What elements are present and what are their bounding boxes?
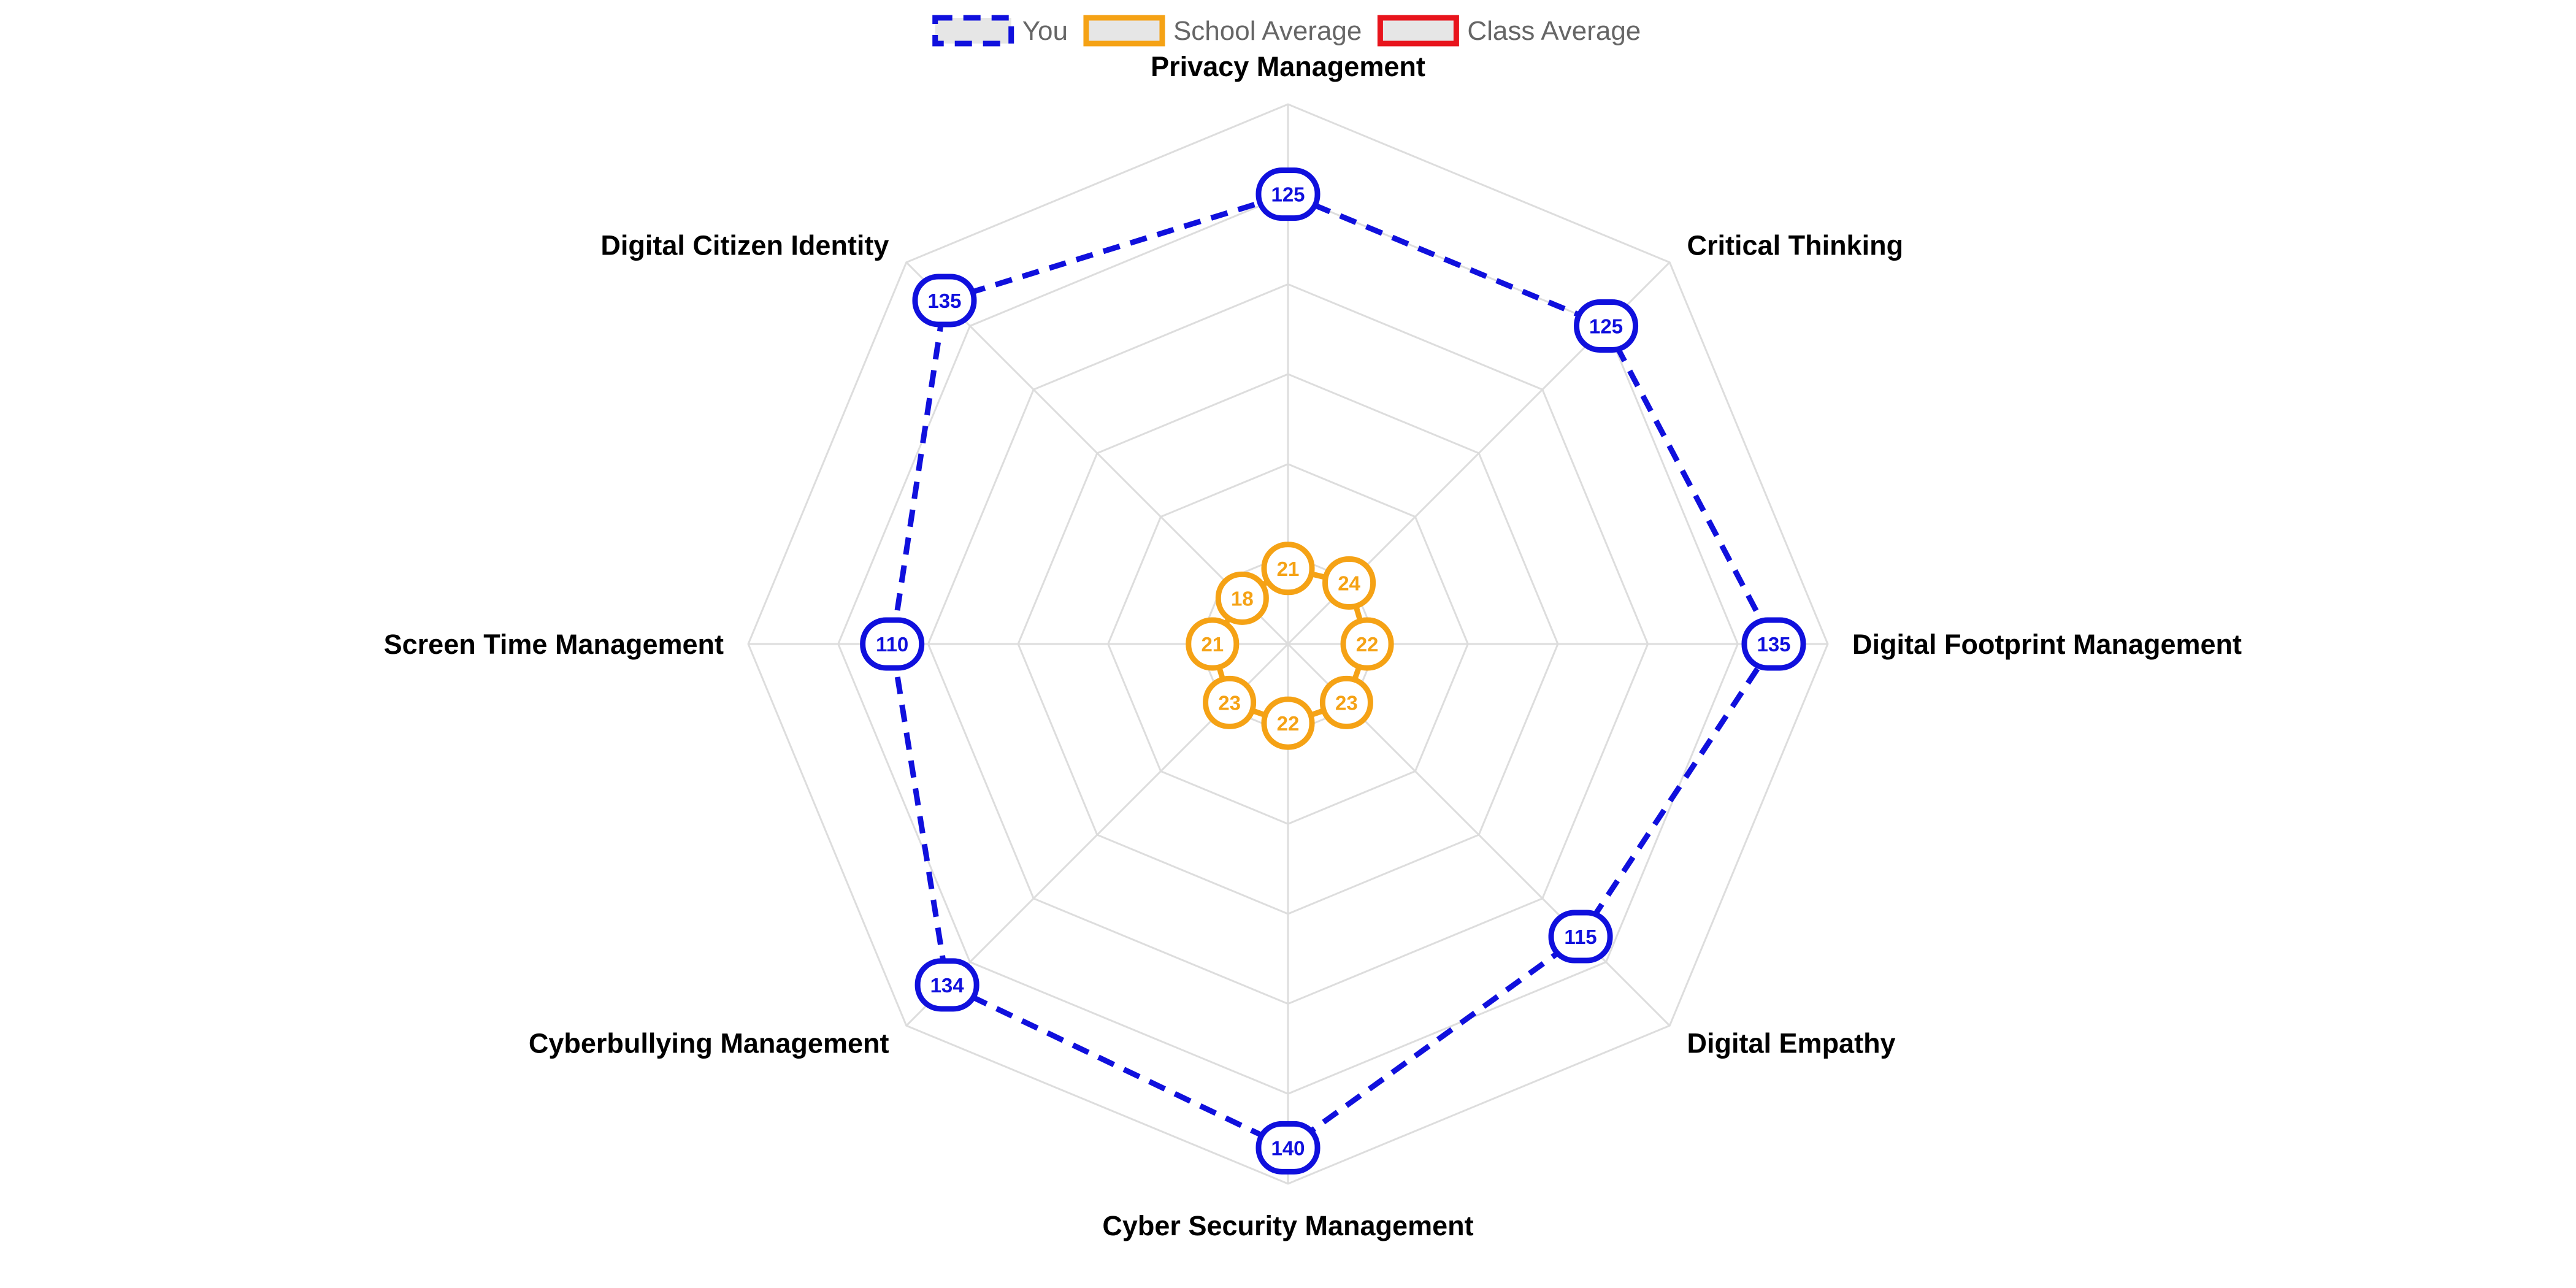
data-point-marker	[1340, 617, 1394, 671]
axis-label-digital-citizen-identity: Digital Citizen Identity	[600, 229, 889, 261]
data-label: 21	[1201, 633, 1224, 656]
data-point-marker	[1186, 617, 1240, 671]
legend-swatch	[1083, 15, 1165, 47]
legend-item-school-average[interactable]: School Average	[1083, 15, 1362, 47]
legend-swatch	[1377, 15, 1459, 47]
data-point-you[interactable]: 135	[1741, 617, 1806, 671]
legend: You School Average Class Average	[932, 15, 1641, 47]
data-point-you[interactable]: 140	[1255, 1121, 1321, 1175]
data-point-you[interactable]: 125	[1574, 299, 1639, 353]
data-label: 21	[1277, 558, 1300, 580]
axis-label-critical-thinking: Critical Thinking	[1687, 229, 1904, 261]
data-label: 24	[1338, 572, 1360, 594]
data-point-marker	[1255, 167, 1321, 221]
axis-label-digital-empathy: Digital Empathy	[1687, 1028, 1896, 1059]
data-point-school-average[interactable]: 21	[1186, 617, 1240, 671]
data-point-marker	[860, 617, 925, 671]
data-point-school-average[interactable]: 23	[1319, 675, 1373, 729]
data-point-school-average[interactable]: 24	[1322, 556, 1376, 610]
data-label: 115	[1564, 926, 1597, 948]
data-label: 135	[1757, 633, 1790, 656]
data-point-marker	[1319, 675, 1373, 729]
data-point-marker	[1548, 910, 1613, 964]
data-label: 140	[1271, 1137, 1305, 1159]
data-point-you[interactable]: 125	[1255, 167, 1321, 221]
data-label: 23	[1218, 691, 1241, 714]
series-school-average: 21 24 22 23 22 23 21 18	[1186, 542, 1394, 750]
data-point-marker	[1741, 617, 1806, 671]
data-point-marker	[1203, 675, 1257, 729]
data-label: 125	[1589, 315, 1623, 337]
legend-label: School Average	[1173, 16, 1362, 46]
data-label: 134	[930, 974, 965, 997]
data-point-marker	[1574, 299, 1639, 353]
legend-item-class-average[interactable]: Class Average	[1377, 15, 1641, 47]
data-point-marker	[912, 274, 977, 328]
data-point-you[interactable]: 115	[1548, 910, 1613, 964]
data-point-you[interactable]: 110	[860, 617, 925, 671]
legend-item-you[interactable]: You	[932, 15, 1068, 47]
axis-label-screen-time-management: Screen Time Management	[384, 629, 724, 660]
data-label: 23	[1335, 691, 1358, 714]
data-point-school-average[interactable]: 23	[1203, 675, 1257, 729]
data-label: 18	[1231, 587, 1254, 610]
axis-label-privacy-management: Privacy Management	[1151, 51, 1425, 82]
data-point-you[interactable]: 134	[914, 958, 979, 1012]
data-point-marker	[1215, 571, 1269, 625]
data-point-marker	[1261, 542, 1315, 596]
data-label: 22	[1277, 712, 1300, 735]
axis-label-digital-footprint-management: Digital Footprint Management	[1852, 629, 2242, 660]
data-point-you[interactable]: 135	[912, 274, 977, 328]
radar-series: 125 125 135 115 140 134 110 135 21 24 22 23 22 23 21 18	[860, 167, 1806, 1175]
data-point-marker	[1261, 696, 1315, 750]
data-point-school-average[interactable]: 18	[1215, 571, 1269, 625]
data-label: 135	[927, 289, 961, 312]
data-point-marker	[1255, 1121, 1321, 1175]
data-label: 110	[876, 633, 908, 656]
data-point-school-average[interactable]: 21	[1261, 542, 1315, 596]
series-line-you	[889, 191, 1777, 1151]
data-point-school-average[interactable]: 22	[1261, 696, 1315, 750]
data-label: 125	[1271, 183, 1305, 206]
data-point-school-average[interactable]: 22	[1340, 617, 1394, 671]
legend-label: You	[1022, 16, 1068, 46]
data-label: 22	[1356, 633, 1379, 656]
axis-label-cyberbullying-management: Cyberbullying Management	[529, 1028, 889, 1059]
data-point-marker	[914, 958, 979, 1012]
legend-swatch	[932, 15, 1014, 47]
series-you: 125 125 135 115 140 134 110 135	[860, 167, 1806, 1175]
axis-label-cyber-security-management: Cyber Security Management	[1102, 1210, 1473, 1241]
data-point-marker	[1322, 556, 1376, 610]
legend-label: Class Average	[1467, 16, 1641, 46]
